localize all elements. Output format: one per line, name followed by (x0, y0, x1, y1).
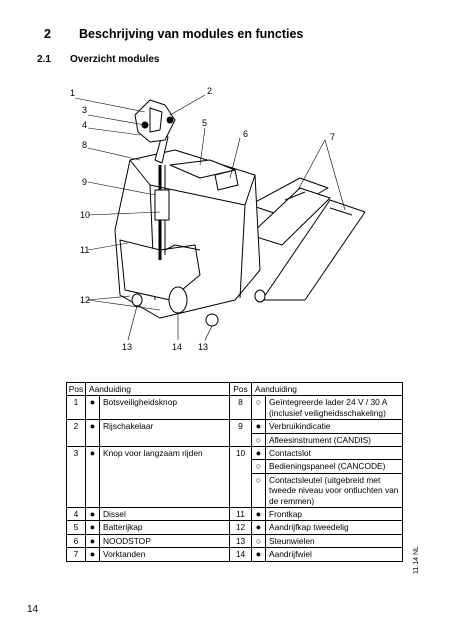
description-cell: Verbruikindicatie (265, 419, 404, 434)
pos-cell: 2 (66, 419, 86, 447)
callout-11: 11 (80, 245, 89, 255)
pos-cell: 7 (66, 547, 86, 562)
chapter-number: 2 (44, 27, 51, 41)
callout-7: 7 (330, 132, 335, 142)
page-number: 14 (27, 604, 39, 615)
table-row: 7 ● Vorktanden 14 ● Aandrijfwiel (66, 547, 404, 562)
callout-9: 9 (82, 177, 87, 187)
description-cell: Geïntegreerde lader 24 V / 30 A (inclusi… (265, 395, 404, 421)
pos-cell: 14 (229, 547, 253, 562)
section-title: Overzicht modules (70, 54, 160, 65)
description-cell: Frontkap (265, 507, 404, 522)
pos-cell: 9 (229, 419, 253, 448)
document-code: 11.14 NL (413, 546, 420, 574)
callout-6: 6 (243, 129, 248, 139)
header-pos-right: Pos (229, 381, 253, 397)
section-heading: 2.1 Overzicht modules (37, 54, 159, 65)
callout-1: 1 (70, 88, 75, 98)
callout-13b: 13 (198, 342, 208, 352)
table-header-row: Pos Aanduiding Pos Aanduiding (66, 381, 404, 397)
description-cell: Batterijkap (98, 520, 231, 535)
module-table: Pos Aanduiding Pos Aanduiding 1 ● Botsve… (66, 381, 404, 562)
description-cell: Aandrijfwiel (265, 547, 404, 562)
table-row: 2 ● Rijschakelaar 9 ● Verbruikindicatie (66, 419, 404, 448)
section-number: 2.1 (37, 54, 51, 65)
pallet-truck-illustration: 1 2 3 4 5 6 7 8 9 10 11 12 13 14 13 (70, 86, 366, 352)
bullet-cell: ● (251, 520, 267, 535)
bullet-cell: ● (85, 507, 100, 522)
table-row: 1 ● Botsveiligheidsknop 8 ○ Geïntegreerd… (66, 395, 404, 421)
table-row: 6 ● NOODSTOP 13 ○ Steunwielen (66, 533, 404, 549)
chapter-title: Beschrijving van modules en functies (79, 27, 304, 41)
callout-12: 12 (80, 295, 90, 305)
bullet-cell: ● (251, 507, 267, 522)
pos-cell: 11 (229, 507, 253, 522)
description-cell: Aandrijfkap tweedelig (265, 520, 404, 535)
description-cell: Contactslot (265, 446, 404, 461)
header-aanduiding-right: Aanduiding (251, 381, 404, 397)
description-cell: NOODSTOP (98, 533, 231, 549)
table-row: 4 ● Dissel 11 ● Frontkap (66, 507, 404, 522)
callout-14: 14 (172, 342, 182, 352)
table-row: ○ Bedieningspaneel (CANCODE) (67, 459, 404, 474)
table-row: 5 ● Batterijkap 12 ● Aandrijfkap tweedel… (66, 520, 404, 535)
description-cell: Steunwielen (265, 533, 404, 549)
bullet-cell: ○ (251, 472, 267, 509)
pos-cell: 8 (229, 395, 253, 421)
description-cell: Rijschakelaar (98, 419, 231, 448)
bullet-cell: ○ (251, 432, 267, 448)
callout-10: 10 (80, 210, 90, 220)
description-cell: Vorktanden (98, 547, 231, 562)
bullet-cell: ● (251, 419, 267, 434)
pos-cell: 5 (66, 520, 86, 535)
callout-2: 2 (207, 86, 212, 96)
callout-3: 3 (82, 105, 87, 115)
callout-5: 5 (202, 118, 207, 128)
description-cell: Bedieningspaneel (CANCODE) (265, 459, 404, 474)
pos-cell: 3 (66, 446, 86, 509)
bullet-cell: ● (85, 419, 100, 447)
header-pos-left: Pos (66, 381, 86, 397)
pos-cell: 10 (229, 446, 253, 509)
pos-cell: 4 (66, 507, 86, 522)
bullet-cell: ● (85, 547, 100, 562)
bullet-cell: ● (85, 533, 100, 549)
bullet-cell: ○ (251, 533, 267, 549)
description-cell: Afleesinstrument (CANDIS) (265, 432, 404, 448)
callout-13a: 13 (122, 342, 132, 352)
table-row: ○ Contactsleutel (uitgebreid met tweede … (67, 472, 404, 509)
table-row: 3 ● Knop voor langzaam rijden 10 ● Conta… (66, 446, 404, 509)
pos-cell: 6 (66, 533, 86, 549)
bullet-cell: ● (251, 547, 267, 562)
header-aanduiding-left: Aanduiding (84, 381, 231, 397)
bullet-cell: ● (85, 446, 100, 509)
pos-cell: 1 (66, 395, 86, 421)
description-cell: Dissel (98, 507, 231, 522)
bullet-cell: ○ (251, 459, 267, 474)
description-cell: Botsveiligheidsknop (98, 395, 231, 421)
bullet-cell: ● (85, 520, 100, 535)
bullet-cell: ○ (251, 395, 267, 421)
bullet-cell: ● (251, 446, 267, 461)
pos-cell: 12 (229, 520, 253, 535)
chapter-heading: 2 Beschrijving van modules en functies (44, 27, 303, 41)
callout-8: 8 (82, 140, 87, 150)
callout-4: 4 (82, 120, 87, 130)
bullet-cell: ● (85, 395, 100, 421)
pos-cell: 13 (229, 533, 253, 549)
description-cell: Contactsleutel (uitgebreid met tweede ni… (265, 472, 404, 509)
description-cell: Knop voor langzaam rijden (98, 446, 231, 509)
